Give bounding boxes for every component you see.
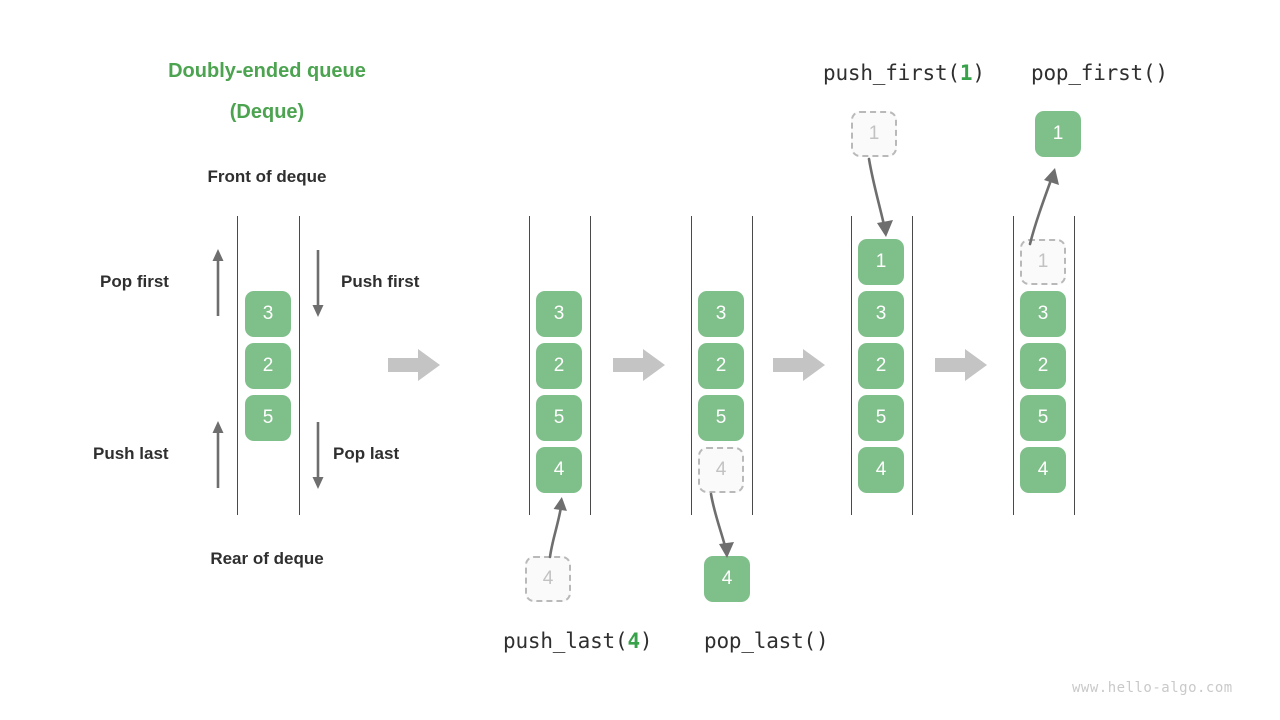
deque-rail-right (1074, 216, 1075, 515)
transition-arrow-icon (935, 349, 987, 386)
rear-of-deque-label: Rear of deque (210, 549, 324, 568)
transition-arrow-icon (388, 349, 440, 386)
detached-cell-pop-last-result: 4 (704, 556, 750, 602)
detached-cell-push-last-source: 4 (525, 556, 571, 602)
deque-cell: 5 (1020, 395, 1066, 441)
front-of-deque-label: Front of deque (207, 167, 327, 186)
deque-rail-right (590, 216, 591, 515)
deque-rail-right-overview (299, 216, 300, 515)
deque-cell: 4 (1020, 447, 1066, 493)
push-first-operation-close: ) (972, 61, 985, 85)
deque-cell: 4 (536, 447, 582, 493)
deque-cell-ghost: 1 (1020, 239, 1066, 285)
deque-rail-right (752, 216, 753, 515)
pop-first-label: Pop first (100, 272, 169, 291)
page-title-line2: (Deque) (229, 101, 305, 123)
deque-cell-ghost: 4 (698, 447, 744, 493)
push-last-operation-label: push_last(4) (503, 629, 653, 653)
push-last-operation-arg: 4 (627, 629, 640, 653)
push-last-connector-arrow-icon (548, 497, 567, 559)
push-last-arrow-icon (210, 420, 226, 495)
deque-cell: 1 (858, 239, 904, 285)
deque-rail-left (691, 216, 692, 515)
watermark: www.hello-algo.com (1072, 680, 1233, 696)
pop-first-operation-label: pop_first() (1031, 61, 1168, 85)
pop-first-connector-arrow-icon (1028, 168, 1059, 246)
deque-cell: 3 (1020, 291, 1066, 337)
deque-cell: 2 (698, 343, 744, 389)
push-last-operation-name: push_last( (503, 629, 628, 653)
pop-last-label: Pop last (333, 444, 400, 463)
deque-cell: 3 (245, 291, 291, 337)
deque-cell: 2 (245, 343, 291, 389)
deque-cell: 2 (536, 343, 582, 389)
push-first-label: Push first (341, 272, 420, 291)
transition-arrow-icon (613, 349, 665, 386)
deque-cell: 3 (698, 291, 744, 337)
push-first-operation-arg: 1 (959, 61, 973, 85)
page-title-line1: Doubly-ended queue (168, 60, 366, 82)
detached-cell-push-first-source: 1 (851, 111, 897, 157)
deque-cell: 5 (536, 395, 582, 441)
detached-cell-pop-first-result: 1 (1035, 111, 1081, 157)
deque-cell: 2 (858, 343, 904, 389)
push-first-connector-arrow-icon (867, 157, 893, 237)
deque-rail-left-overview (237, 216, 238, 515)
deque-rail-left (529, 216, 530, 515)
push-first-operation-label: push_first(1) (823, 61, 985, 85)
deque-cell: 5 (245, 395, 291, 441)
pop-last-arrow-icon (310, 420, 326, 495)
deque-rail-right (912, 216, 913, 515)
transition-arrow-icon (773, 349, 825, 386)
deque-rail-left (1013, 216, 1014, 515)
deque-cell: 4 (858, 447, 904, 493)
deque-cell: 5 (698, 395, 744, 441)
deque-rail-left (851, 216, 852, 515)
deque-cell: 5 (858, 395, 904, 441)
pop-first-arrow-icon (210, 248, 226, 323)
push-last-operation-close: ) (639, 629, 653, 653)
push-last-label: Push last (93, 444, 169, 463)
deque-cell: 2 (1020, 343, 1066, 389)
pop-last-operation-label: pop_last() (704, 629, 829, 653)
deque-cell: 3 (536, 291, 582, 337)
push-first-operation-name: push_first( (823, 61, 960, 85)
push-first-arrow-icon (310, 248, 326, 323)
deque-cell: 3 (858, 291, 904, 337)
